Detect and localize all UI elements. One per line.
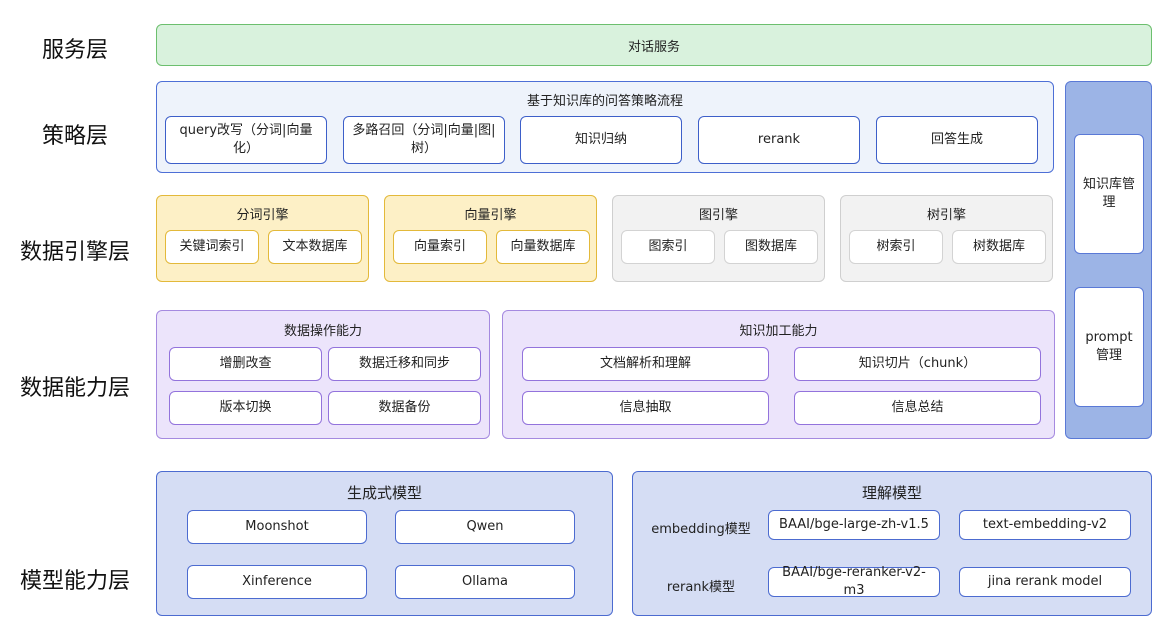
engine-tree: 树引擎 树索引 树数据库 xyxy=(840,195,1053,282)
layer-label-engine: 数据引擎层 xyxy=(19,240,130,265)
data-ops-item: 增删改查 xyxy=(169,347,322,381)
und-model-panel: 理解模型 embedding模型 rerank模型 BAAI/bge-large… xyxy=(632,471,1152,616)
kb-management: 知识库管理 xyxy=(1074,134,1144,254)
rerank-model-item: BAAI/bge-reranker-v2-m3 xyxy=(768,565,940,598)
gen-model-item: Ollama xyxy=(395,565,575,599)
embedding-model-item: BAAI/bge-large-zh-v1.5 xyxy=(768,510,940,540)
layer-label-model: 模型能力层 xyxy=(19,569,130,594)
strategy-title: 基于知识库的问答策略流程 xyxy=(526,94,683,109)
gen-model-item: Qwen xyxy=(395,510,575,544)
embedding-model-label: embedding模型 xyxy=(651,522,751,537)
data-ops-panel: 数据操作能力 增删改查 数据迁移和同步 版本切换 数据备份 xyxy=(156,310,490,439)
knowledge-proc-item: 信息总结 xyxy=(794,391,1041,425)
layer-label-capability: 数据能力层 xyxy=(19,376,130,401)
knowledge-proc-item: 信息抽取 xyxy=(522,391,769,425)
embedding-model-item: text-embedding-v2 xyxy=(959,510,1131,540)
engine-title: 分词引擎 xyxy=(236,208,289,223)
engine-graph: 图引擎 图索引 图数据库 xyxy=(612,195,825,282)
engine-title: 树引擎 xyxy=(926,208,966,223)
prompt-management: prompt管理 xyxy=(1074,287,1144,407)
knowledge-proc-title: 知识加工能力 xyxy=(739,324,818,339)
strategy-step-multi-recall: 多路召回（分词|向量|图|树） xyxy=(343,116,505,164)
engine-tokenize: 分词引擎 关键词索引 文本数据库 xyxy=(156,195,369,282)
engine-item: 向量索引 xyxy=(393,230,487,264)
rerank-model-label: rerank模型 xyxy=(666,580,736,595)
engine-item: 向量数据库 xyxy=(496,230,590,264)
strategy-step-rerank: rerank xyxy=(698,116,860,164)
gen-model-title: 生成式模型 xyxy=(346,484,422,502)
engine-title: 向量引擎 xyxy=(464,208,517,223)
knowledge-proc-panel: 知识加工能力 文档解析和理解 知识切片（chunk） 信息抽取 信息总结 xyxy=(502,310,1055,439)
data-ops-item: 数据迁移和同步 xyxy=(328,347,481,381)
data-ops-item: 版本切换 xyxy=(169,391,322,425)
service-label: 对话服务 xyxy=(627,39,680,55)
layer-label-strategy: 策略层 xyxy=(41,124,108,149)
data-ops-title: 数据操作能力 xyxy=(283,324,362,339)
strategy-step-knowledge-summary: 知识归纳 xyxy=(520,116,682,164)
engine-item: 关键词索引 xyxy=(165,230,259,264)
service-panel: 对话服务 xyxy=(156,24,1152,66)
engine-vector: 向量引擎 向量索引 向量数据库 xyxy=(384,195,597,282)
engine-item: 图数据库 xyxy=(724,230,818,264)
engine-item: 树数据库 xyxy=(952,230,1046,264)
engine-item: 树索引 xyxy=(849,230,943,264)
und-model-title: 理解模型 xyxy=(861,484,922,502)
strategy-step-query-rewrite: query改写（分词|向量化） xyxy=(165,116,327,164)
knowledge-proc-item: 文档解析和理解 xyxy=(522,347,769,381)
rerank-model-item: jina rerank model xyxy=(959,567,1131,597)
engine-item: 文本数据库 xyxy=(268,230,362,264)
gen-model-item: Xinference xyxy=(187,565,367,599)
gen-model-item: Moonshot xyxy=(187,510,367,544)
knowledge-proc-item: 知识切片（chunk） xyxy=(794,347,1041,381)
layer-label-service: 服务层 xyxy=(41,38,108,63)
data-ops-item: 数据备份 xyxy=(328,391,481,425)
strategy-step-answer-gen: 回答生成 xyxy=(876,116,1038,164)
engine-title: 图引擎 xyxy=(698,208,738,223)
strategy-panel: 基于知识库的问答策略流程 query改写（分词|向量化） 多路召回（分词|向量|… xyxy=(156,81,1054,173)
gen-model-panel: 生成式模型 Moonshot Qwen Xinference Ollama xyxy=(156,471,613,616)
management-column: 知识库管理 prompt管理 xyxy=(1065,81,1152,439)
engine-item: 图索引 xyxy=(621,230,715,264)
